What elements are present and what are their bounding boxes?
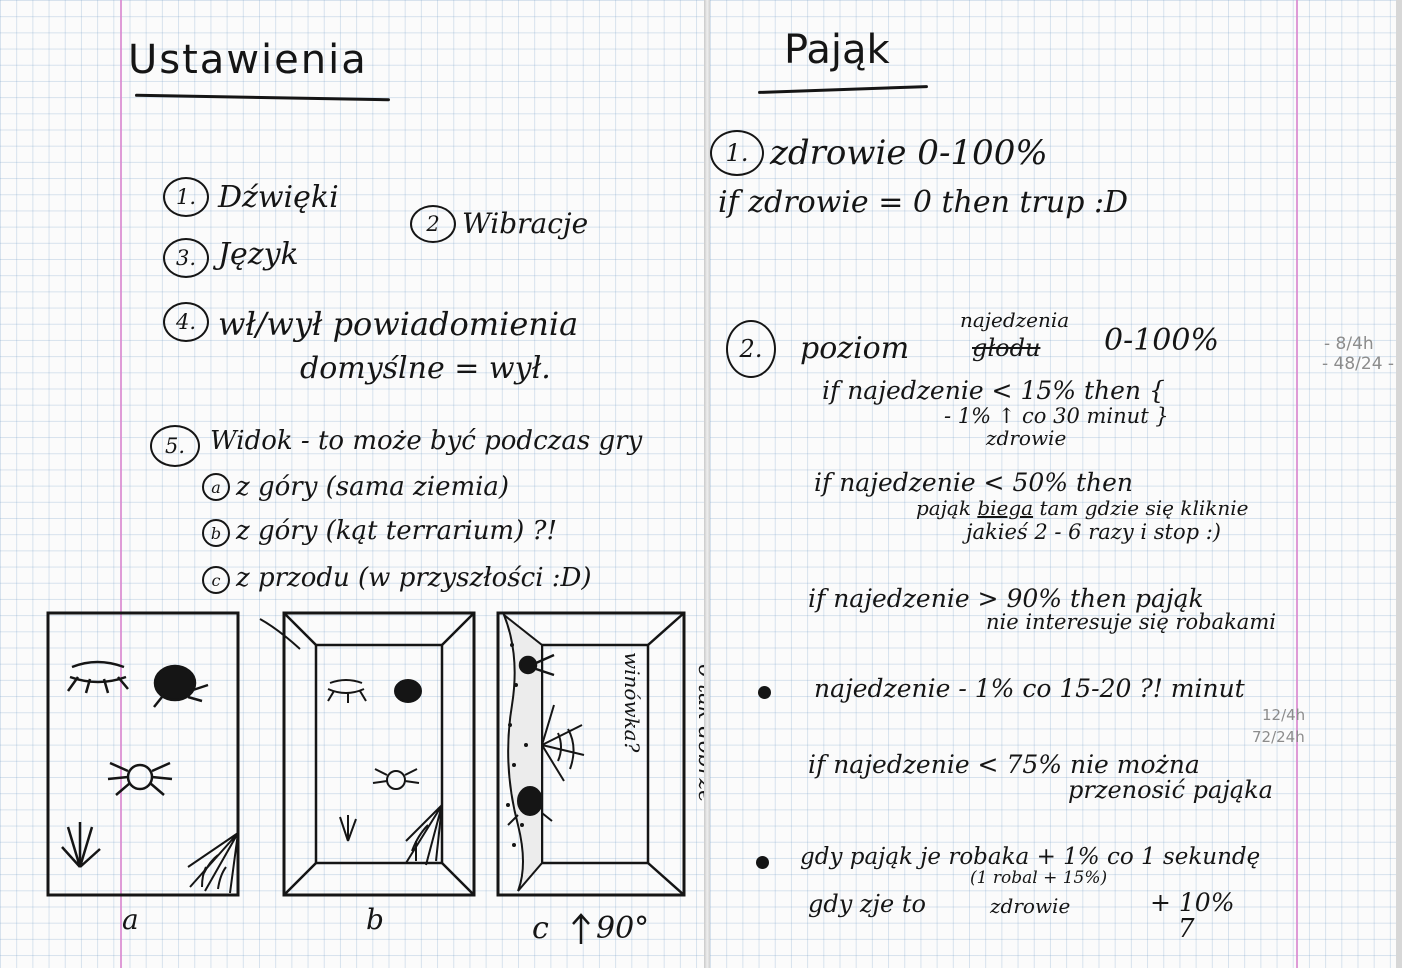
- bullet-dot: [756, 856, 769, 869]
- rule-below-50-detail: jakieś 2 - 6 razy i stop :): [966, 520, 1221, 544]
- item-1-text: Dźwięki: [218, 180, 339, 215]
- pencil-note-1: - 8/4h: [1324, 334, 1374, 354]
- rule-below-15: if najedzenie < 15% then {: [822, 376, 1165, 405]
- item-3-number: 3.: [163, 238, 209, 278]
- item-4-default: domyślne = wył.: [300, 351, 551, 386]
- plant-icon: [339, 815, 357, 842]
- cobweb-icon: [541, 704, 585, 782]
- level-word: poziom: [800, 331, 910, 366]
- bullet-dot: [758, 686, 771, 699]
- item-4-text: wł/wył powiadomienia: [218, 305, 579, 343]
- item-1-number: 1.: [163, 177, 209, 217]
- item-3-text: Język: [218, 237, 299, 272]
- rule-below-15-target: zdrowie: [986, 426, 1067, 450]
- beetle-icon: [507, 786, 553, 826]
- item-2-number: 2: [410, 205, 456, 243]
- eating-gain: gdy pająk je robaka + 1% co 1 sekundę: [800, 844, 1261, 870]
- level-struck-word: głodu: [972, 334, 1041, 362]
- option-a-text: z góry (sama ziemia): [236, 472, 510, 502]
- hunger-decay: najedzenie - 1% co 15-20 ?! minut: [814, 674, 1245, 703]
- item-5-text: Widok - to może być podczas gry: [210, 426, 643, 456]
- sketch-b-corner-view: [259, 611, 476, 897]
- rule-below-50-effect: pająk biega tam gdzie się kliknie: [916, 496, 1249, 520]
- rule-below-75: if najedzenie < 75% nie można: [808, 750, 1200, 779]
- section-2-number: 2.: [726, 320, 776, 378]
- spider-icon: [107, 761, 173, 796]
- rule-below-15-effect: - 1% ↑ co 30 minut }: [944, 404, 1169, 428]
- item-5-number: 5.: [150, 425, 200, 467]
- plant-icon: [61, 822, 101, 868]
- notebook-spine: [704, 0, 712, 968]
- sketch-c-front-view: [496, 611, 686, 897]
- beetle-icon: [394, 679, 422, 703]
- after-eating-fix: 7: [1178, 914, 1195, 944]
- level-correction: najedzenia: [960, 308, 1070, 332]
- sketch-a-top-view: [46, 611, 240, 897]
- option-a-marker: a: [202, 473, 230, 501]
- rule-below-75-effect: przenosić pająka: [1068, 776, 1273, 804]
- after-eating-health: zdrowie: [990, 894, 1071, 918]
- item-2-text: Wibracje: [462, 207, 589, 240]
- option-c-marker: c: [202, 566, 230, 594]
- beetle-icon: [153, 664, 209, 708]
- eating-gain-note: (1 robal + 15%): [970, 868, 1108, 888]
- cobweb-icon: [405, 804, 443, 866]
- health-range: zdrowie 0-100%: [770, 133, 1048, 173]
- level-range: 0-100%: [1104, 323, 1219, 358]
- option-b-marker: b: [202, 519, 230, 547]
- rotate-arrow-icon: [572, 913, 590, 944]
- pencil-note-4: 72/24h: [1252, 728, 1305, 746]
- left-notebook-page: [0, 0, 706, 968]
- spider-icon: [372, 768, 420, 790]
- sketch-c-rotation: 90°: [596, 911, 650, 946]
- cricket-icon: [66, 660, 129, 694]
- rule-above-90: if najedzenie > 90% then pająk: [808, 584, 1204, 613]
- right-margin-line: [1296, 0, 1298, 968]
- pencil-note-2: - 48/24 -: [1322, 354, 1395, 374]
- sketch-c-side-note: winówka?: [620, 652, 644, 753]
- rule-above-90-effect: nie interesuje się robakami: [986, 610, 1276, 634]
- sketch-a-label: a: [122, 903, 139, 936]
- option-b-text: z góry (kąt terrarium) ?!: [236, 516, 557, 546]
- cricket-icon: [327, 679, 367, 703]
- pencil-note-3: 12/4h: [1262, 706, 1306, 724]
- sketch-c-label: c: [532, 911, 549, 946]
- sketch-b-label: b: [366, 903, 384, 936]
- option-c-text: z przodu (w przyszłości :D): [236, 563, 592, 593]
- left-margin-line: [120, 0, 122, 968]
- right-notebook-page: [710, 0, 1398, 968]
- section-1-number: 1.: [710, 130, 764, 176]
- right-page-title: Pająk: [784, 27, 890, 73]
- after-eating-text: gdy zje to: [808, 890, 926, 918]
- page-edge: [1396, 0, 1402, 968]
- health-death-rule: if zdrowie = 0 then trup :D: [718, 185, 1129, 220]
- left-page-title: Ustawienia: [128, 37, 368, 83]
- after-eating-value: + 10%: [1150, 888, 1235, 917]
- rule-below-50: if najedzenie < 50% then: [814, 468, 1134, 497]
- item-4-number: 4.: [163, 302, 209, 342]
- cobweb-icon: [187, 832, 239, 894]
- spider-icon: [518, 653, 555, 677]
